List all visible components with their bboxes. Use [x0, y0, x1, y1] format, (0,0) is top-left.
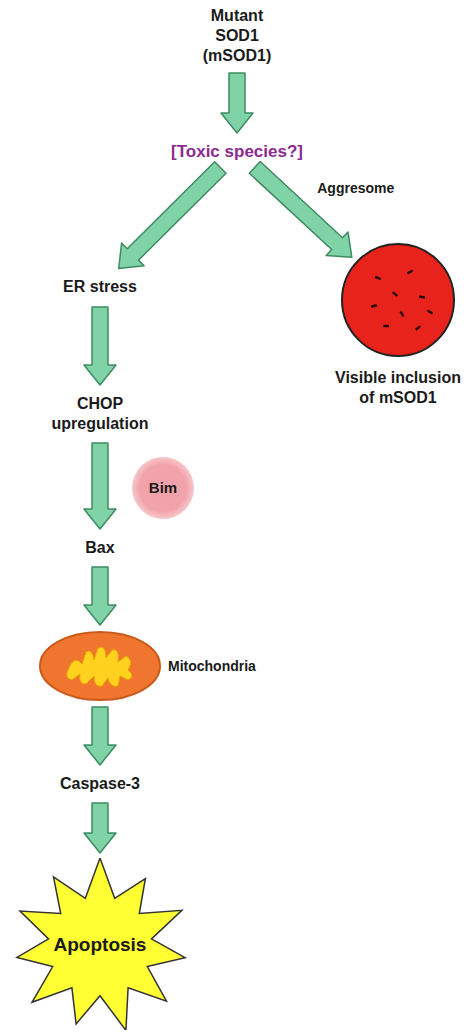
flow-step: CHOP upregulation	[20, 390, 180, 438]
flow-arrow	[84, 567, 116, 625]
star-node: Apoptosis	[5, 858, 195, 1030]
flow-arrow	[84, 707, 116, 765]
flow-arrow	[249, 162, 351, 258]
mitochondria-shape	[38, 630, 162, 702]
node-text: Apoptosis	[54, 933, 147, 956]
node-text: Mitochondria	[168, 656, 256, 676]
node-text: CHOP upregulation	[40, 394, 160, 434]
flow-step: Bax	[60, 534, 140, 562]
edge-label: Aggresome	[317, 180, 394, 196]
mito-node: Mitochondria	[38, 630, 162, 702]
flow-step: Caspase-3	[40, 770, 160, 798]
node-text: [Toxic species?]	[171, 141, 303, 162]
flow-step: Mutant SOD1 (mSOD1)	[137, 4, 337, 68]
node-text: Bim	[149, 478, 177, 498]
flow-arrow	[84, 307, 116, 385]
bim-node: Bim	[131, 456, 195, 520]
node-text: Mutant SOD1 (mSOD1)	[192, 6, 282, 66]
flow-step: ER stress	[40, 272, 160, 302]
node-text: Visible inclusion of mSOD1	[328, 368, 468, 408]
flow-arrow	[84, 803, 116, 853]
node-text: ER stress	[63, 277, 137, 297]
inclusion-node: Visible inclusion of mSOD1	[340, 242, 456, 358]
flow-arrow	[221, 73, 253, 133]
flow-step: [Toxic species?]	[140, 138, 334, 164]
node-text: Bax	[85, 538, 114, 558]
node-text: Caspase-3	[60, 774, 140, 794]
flow-arrow	[119, 162, 226, 269]
flow-arrow	[84, 443, 116, 529]
inclusion-circle	[340, 242, 456, 358]
